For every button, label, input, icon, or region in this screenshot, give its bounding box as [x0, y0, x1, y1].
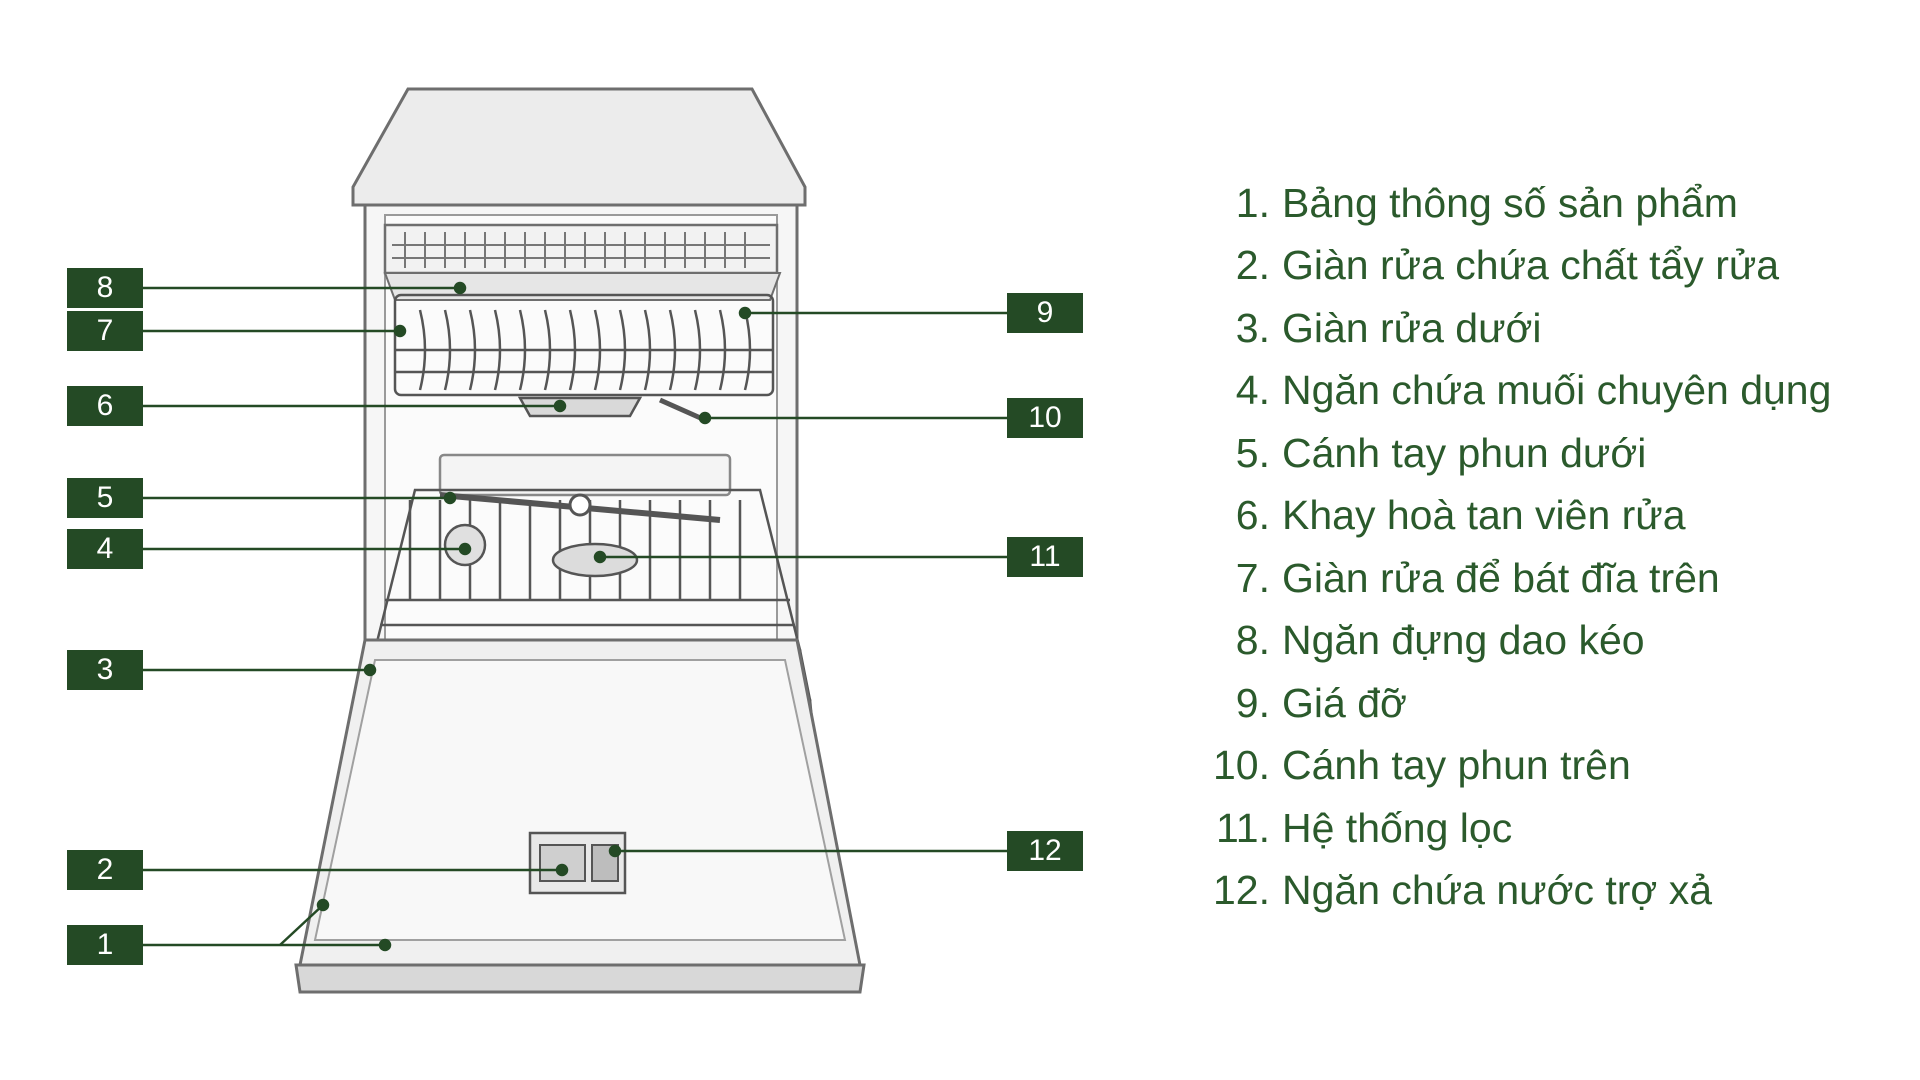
callout-3: 3	[67, 650, 143, 690]
cutlery-drawer	[383, 223, 782, 301]
callout-6: 6	[67, 386, 143, 426]
legend-item: 12. Ngăn chứa nước trợ xả	[1180, 860, 1831, 923]
legend-number: 2.	[1235, 242, 1270, 289]
legend-text: Giá đỡ	[1282, 679, 1407, 726]
callout-8: 8	[67, 268, 143, 308]
legend-text: Cánh tay phun dưới	[1282, 429, 1647, 476]
legend-text: Cánh tay phun trên	[1282, 742, 1631, 789]
legend-item: 5. Cánh tay phun dưới	[1180, 422, 1831, 485]
legend-text: Giàn rửa chứa chất tẩy rửa	[1282, 242, 1780, 289]
legend-text: Ngăn chứa muối chuyên dụng	[1282, 367, 1832, 414]
callout-10: 10	[1007, 398, 1083, 438]
legend-number: 9.	[1235, 679, 1270, 726]
legend-item: 3. Giàn rửa dưới	[1180, 297, 1831, 360]
legend-item: 11. Hệ thống lọc	[1180, 797, 1831, 860]
legend-text: Giàn rửa dưới	[1282, 304, 1542, 351]
legend-item: 2. Giàn rửa chứa chất tẩy rửa	[1180, 235, 1831, 298]
tablet-tray	[517, 396, 643, 418]
callout-7: 7	[67, 311, 143, 351]
detergent-compartment	[528, 831, 627, 895]
legend-text: Bảng thông số sản phẩm	[1282, 179, 1738, 226]
upper-rack	[393, 293, 775, 397]
legend-text: Ngăn chứa nước trợ xả	[1282, 867, 1712, 914]
callout-2: 2	[67, 850, 143, 890]
legend-item: 9. Giá đỡ	[1180, 672, 1831, 735]
legend-item: 8. Ngăn đựng dao kéo	[1180, 610, 1831, 673]
door-bottom-edge	[294, 963, 866, 994]
legend-number: 3.	[1235, 304, 1270, 351]
callout-11: 11	[1007, 537, 1083, 577]
callout-9: 9	[1007, 293, 1083, 333]
lower-spray-hub	[568, 493, 592, 517]
legend-number: 6.	[1235, 492, 1270, 539]
callout-12: 12	[1007, 831, 1083, 871]
legend-number: 4.	[1235, 367, 1270, 414]
legend-text: Giàn rửa để bát đĩa trên	[1282, 554, 1720, 601]
legend-number: 7.	[1235, 554, 1270, 601]
legend-item: 7. Giàn rửa để bát đĩa trên	[1180, 547, 1831, 610]
legend-text: Ngăn đựng dao kéo	[1282, 617, 1645, 664]
legend-item: 4. Ngăn chứa muối chuyên dụng	[1180, 360, 1832, 423]
legend-text: Khay hoà tan viên rửa	[1282, 492, 1686, 539]
callout-leaders	[143, 281, 1015, 952]
legend-number: 1.	[1235, 179, 1270, 226]
legend-number: 12.	[1213, 867, 1270, 914]
callout-5: 5	[67, 478, 143, 518]
legend-number: 10.	[1213, 742, 1270, 789]
legend-item: 1. Bảng thông số sản phẩm	[1180, 172, 1831, 235]
upper-spray-arm	[658, 397, 707, 423]
parts-legend: 1. Bảng thông số sản phẩm 2. Giàn rửa chứa…	[1180, 172, 1831, 922]
legend-number: 8.	[1235, 617, 1270, 664]
legend-item: 6. Khay hoà tan viên rửa	[1180, 485, 1831, 548]
legend-number: 11.	[1216, 804, 1270, 851]
dishwasher-illustration	[143, 87, 1015, 994]
legend-item: 10. Cánh tay phun trên	[1180, 735, 1831, 798]
callout-4: 4	[67, 529, 143, 569]
legend-text: Hệ thống lọc	[1282, 804, 1513, 851]
door-inner-panel	[313, 659, 847, 941]
dishwasher-lid	[351, 87, 807, 207]
callout-1: 1	[67, 925, 143, 965]
legend-number: 5.	[1235, 429, 1270, 476]
